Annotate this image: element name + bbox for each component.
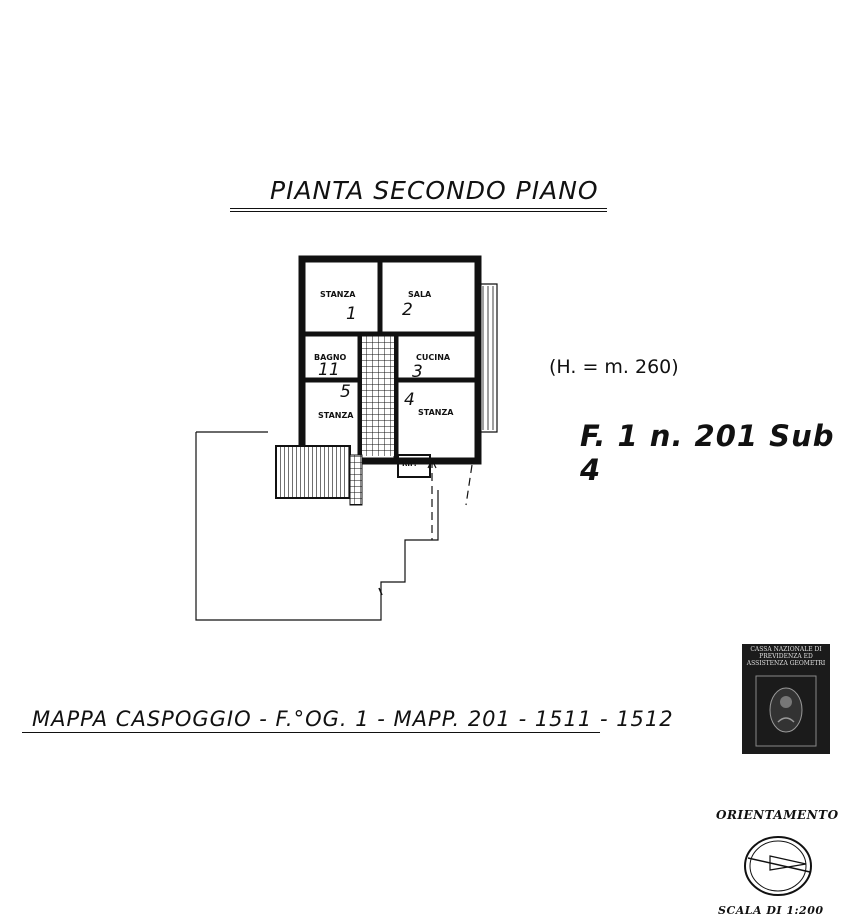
mappa-reference: MAPPA CASPOGGIO - F.°OG. 1 - MAPP. 201 -… <box>32 707 674 731</box>
stamp-emblem-icon <box>755 675 817 747</box>
storage-room <box>397 454 431 478</box>
entrance-arrow <box>427 458 437 469</box>
balcony-outline <box>478 283 498 433</box>
stair-landing <box>349 454 363 506</box>
room-label-cucina: CUCINA <box>416 353 451 362</box>
interior-walls <box>305 262 475 458</box>
room-number-4: 4 <box>404 390 415 410</box>
title-underline <box>230 208 607 209</box>
outer-wall <box>298 255 482 465</box>
orientation-label: ORIENTAMENTO <box>716 808 839 822</box>
cadastral-reference: F. 1 n. 201 Sub 4 <box>580 419 835 487</box>
room-label-sala: SALA <box>408 290 432 299</box>
entrance-mark <box>431 460 473 540</box>
compass <box>744 836 812 896</box>
balcony-rail <box>482 286 494 430</box>
room-label-ripostiglio: RIP. <box>402 460 417 468</box>
title-underline-second <box>230 211 607 212</box>
room-number-bagno: 11 <box>318 360 340 380</box>
room-number-5: 5 <box>340 382 351 402</box>
room-number-3: 3 <box>412 362 423 382</box>
mappa-underline <box>22 732 600 733</box>
room-number-2: 2 <box>402 300 413 320</box>
height-note: (H. = m. 260) <box>549 356 679 378</box>
room-label-bagno: BAGNO <box>314 353 347 362</box>
corridor-tiles <box>362 336 394 456</box>
scale-label: SCALA DI 1:200 <box>718 904 824 917</box>
stair-block <box>275 445 351 499</box>
room-label-stanza-1: STANZA <box>320 290 356 299</box>
drawing-title: PIANTA SECONDO PIANO <box>270 176 599 205</box>
room-label-stanza-4: STANZA <box>418 408 454 417</box>
stamp-text: CASSA NAZIONALE DI PREVIDENZA ED ASSISTE… <box>746 646 826 667</box>
room-label-stanza-5: STANZA <box>318 411 354 420</box>
courtyard-mark <box>378 587 383 596</box>
professional-stamp: CASSA NAZIONALE DI PREVIDENZA ED ASSISTE… <box>742 644 830 754</box>
room-number-1: 1 <box>346 304 357 324</box>
